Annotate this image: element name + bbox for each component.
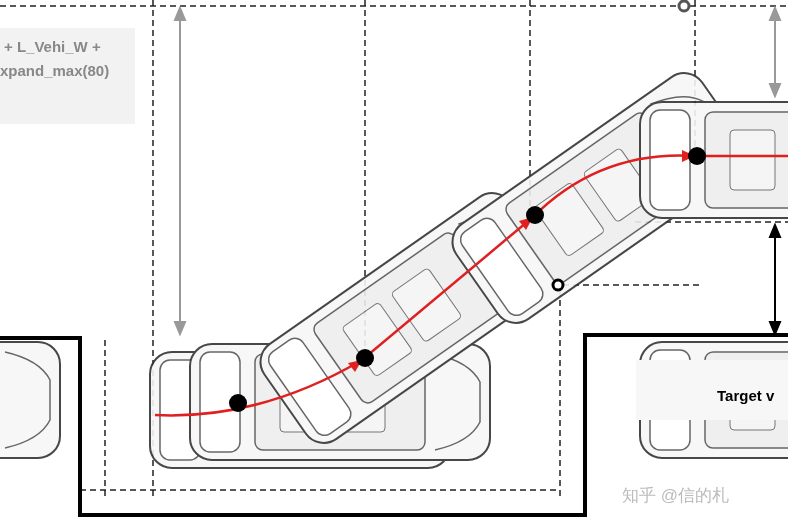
vehicle-label: Target v: [717, 387, 774, 404]
formula-text: + L_Vehi_W +: [4, 38, 101, 55]
watermark: 知乎 @信的札: [622, 484, 729, 507]
formula-text: xpand_max(80): [0, 62, 109, 79]
